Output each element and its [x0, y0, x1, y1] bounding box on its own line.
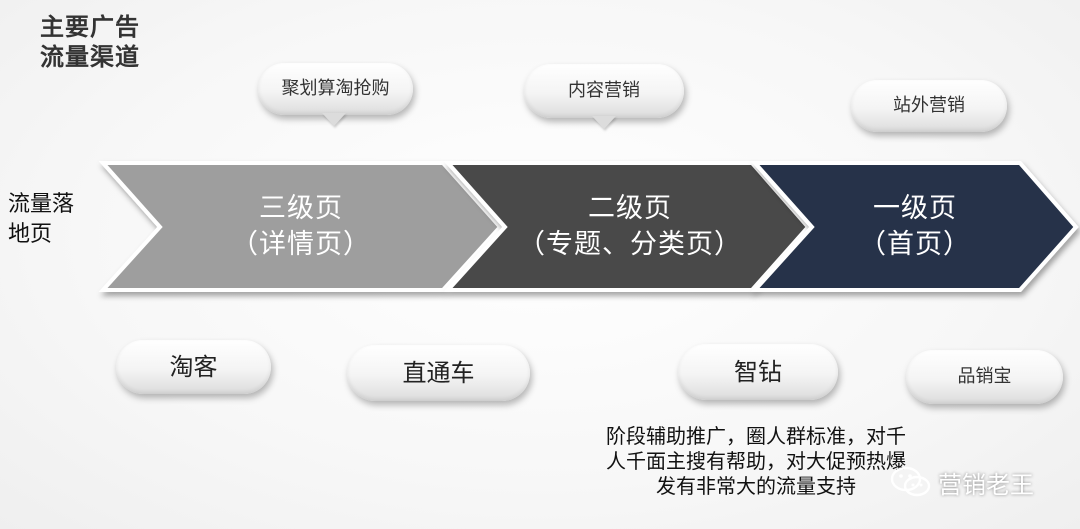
zhizuan-description: 阶段辅助推广，圈人群标准，对千人千面主搜有帮助，对大促预热爆发有非常大的流量支持: [606, 424, 906, 498]
callout-offsite-marketing: 站外营销: [851, 80, 1007, 132]
stage-tertiary-title: 三级页: [259, 193, 343, 224]
stage-secondary: 二级页 （专题、分类页）: [505, 191, 755, 263]
callout-tail: [322, 113, 346, 126]
channel-pinxiaobao-label: 品销宝: [957, 366, 1012, 387]
stage-primary-title: 一级页: [873, 193, 957, 224]
stage-chevron-tertiary: [98, 161, 503, 292]
watermark-text: 营销老王: [938, 470, 1034, 499]
callout-tail: [592, 116, 616, 129]
callout-offsite-marketing-label: 站外营销: [893, 95, 965, 116]
callout-content-marketing-label: 内容营销: [568, 80, 640, 101]
channel-zhizuan-label: 智钻: [734, 358, 782, 386]
stage-tertiary-subtitle: （详情页）: [231, 229, 371, 260]
channel-taoke-label: 淘客: [169, 353, 218, 381]
landing-page-label: 流量落 地页: [8, 192, 75, 247]
callout-juhuasuan: 聚划算淘抢购: [258, 63, 413, 126]
page-title: 主要广告 流量渠道: [40, 13, 140, 71]
stage-chevron-secondary: [443, 161, 811, 292]
stage-secondary-title: 二级页: [588, 193, 672, 224]
watermark: 营销老王: [890, 464, 1034, 500]
stage-secondary-subtitle: （专题、分类页）: [518, 229, 742, 260]
stage-tertiary: 三级页 （详情页）: [176, 191, 426, 263]
wechat-icon: [890, 466, 931, 497]
channel-zhitongche-label: 直通车: [402, 359, 475, 387]
stage-chevron-primary: [750, 161, 1079, 292]
stage-primary: 一级页 （首页）: [800, 191, 1030, 263]
channel-zhitongche: 直通车: [347, 345, 530, 401]
callout-content-marketing: 内容营销: [524, 64, 684, 129]
channel-taoke: 淘客: [116, 340, 271, 394]
stage-primary-subtitle: （首页）: [859, 229, 971, 260]
callout-juhuasuan-label: 聚划算淘抢购: [281, 78, 390, 99]
channel-zhizuan: 智钻: [678, 344, 838, 400]
channel-pinxiaobao: 品销宝: [906, 350, 1063, 404]
